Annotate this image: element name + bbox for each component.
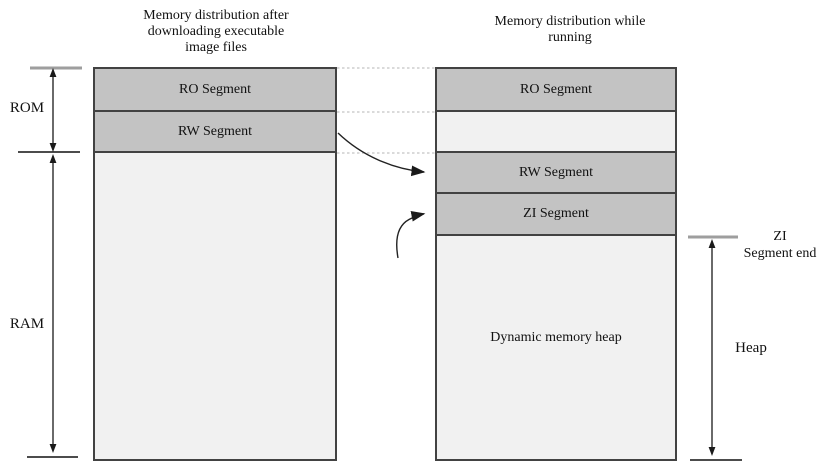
segment-rw-running: RW Segment bbox=[437, 153, 675, 194]
right-column-title: Memory distribution while running bbox=[470, 14, 670, 46]
segment-zi-running: ZI Segment bbox=[437, 194, 675, 236]
rom-label: ROM bbox=[9, 100, 45, 116]
segment-ro-running-label: RO Segment bbox=[520, 81, 592, 97]
heap-label: Heap bbox=[735, 340, 767, 356]
unused-ram-region bbox=[95, 153, 335, 459]
segment-ro-downloaded-label: RO Segment bbox=[179, 81, 251, 97]
left-title-line-2: downloading executable bbox=[147, 24, 285, 39]
left-title-line-3: image files bbox=[185, 40, 247, 55]
rom-gap-region bbox=[437, 112, 675, 153]
memory-map-after-download: RO Segment RW Segment bbox=[93, 67, 337, 461]
heap-arrowhead-down-icon bbox=[708, 447, 716, 456]
ram-label: RAM bbox=[9, 316, 45, 332]
segment-rw-running-label: RW Segment bbox=[518, 164, 594, 180]
ram-arrowhead-down-icon bbox=[49, 444, 57, 453]
zi-segment-end-line-2: Segment end bbox=[743, 246, 817, 261]
rom-arrowhead-down-icon bbox=[49, 143, 57, 152]
segment-rw-downloaded-label: RW Segment bbox=[177, 123, 253, 139]
segment-zi-running-label: ZI Segment bbox=[523, 206, 589, 221]
zi-init-arrow bbox=[396, 211, 426, 259]
segment-ro-downloaded: RO Segment bbox=[95, 69, 335, 112]
ram-arrowhead-up-icon bbox=[49, 154, 57, 163]
rw-copy-arrow bbox=[337, 132, 426, 177]
right-title-line-2: running bbox=[548, 30, 592, 45]
zi-segment-end-label: ZI Segment end bbox=[728, 228, 829, 262]
heap-arrowhead-up-icon bbox=[708, 239, 716, 248]
memory-map-while-running: RO Segment RW Segment ZI Segment Dynamic… bbox=[435, 67, 677, 461]
heap-region-label: Dynamic memory heap bbox=[490, 329, 622, 345]
dynamic-memory-heap-region: Dynamic memory heap bbox=[437, 236, 675, 459]
segment-ro-running: RO Segment bbox=[437, 69, 675, 112]
left-title-line-1: Memory distribution after bbox=[143, 8, 289, 23]
segment-rw-downloaded: RW Segment bbox=[95, 112, 335, 153]
rom-arrowhead-up-icon bbox=[49, 68, 57, 77]
left-column-title: Memory distribution after downloading ex… bbox=[116, 8, 316, 56]
right-title-line-1: Memory distribution while bbox=[494, 14, 646, 29]
zi-segment-end-line-1: ZI bbox=[773, 229, 787, 244]
